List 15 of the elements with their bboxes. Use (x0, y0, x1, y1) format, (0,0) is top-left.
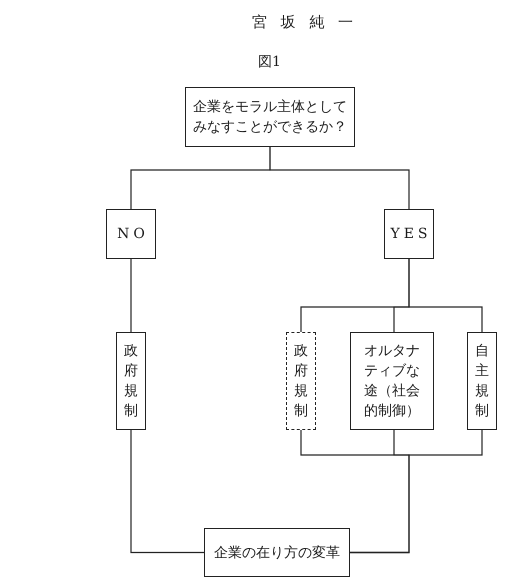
connector-line (408, 259, 483, 332)
connector-line (130, 259, 132, 332)
question-box: 企業をモラル主体としてみなすことができるか？ (185, 87, 355, 147)
branch-box: NO (106, 209, 156, 259)
figure-title: 図1 (258, 53, 281, 72)
branch-box: YES (384, 209, 434, 259)
process-box: 政府規制 (286, 332, 316, 430)
author-name: 宮坂純一 (252, 12, 353, 32)
process-box: 政府規制 (116, 332, 146, 430)
process-box: 自主規制 (467, 332, 497, 430)
connector-line (350, 430, 483, 554)
connector-line (269, 147, 410, 209)
result-box: 企業の在り方の変革 (204, 528, 350, 577)
process-box: オルタナティブな途（社会的制御） (350, 332, 434, 430)
connector-line (130, 430, 204, 554)
